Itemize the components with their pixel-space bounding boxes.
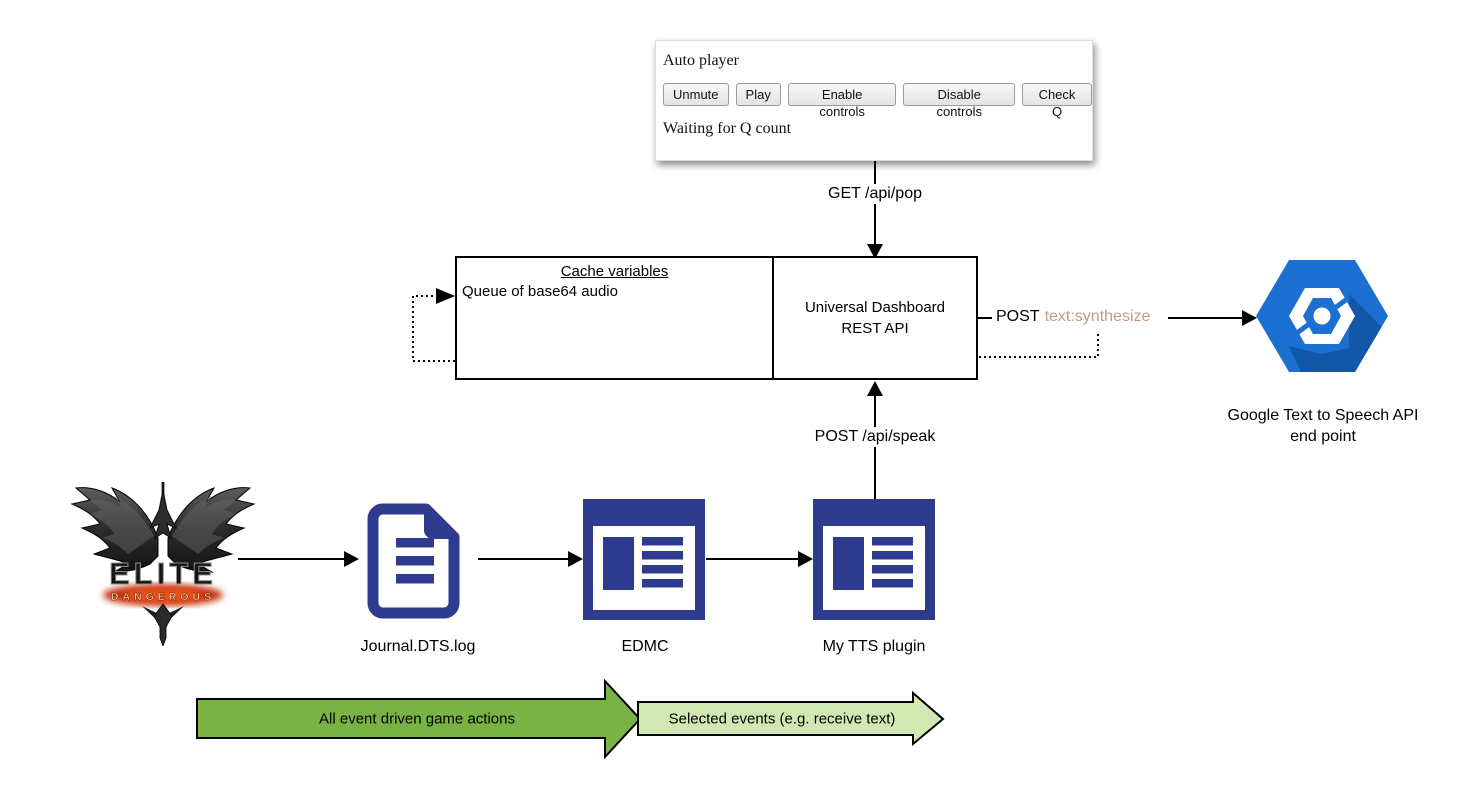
elite-title-text: ELITE <box>109 556 217 591</box>
dangerous-subtitle-text: DANGEROUS <box>111 591 215 603</box>
unmute-button[interactable]: Unmute <box>663 83 729 106</box>
all-events-arrow-text: All event driven game actions <box>319 710 515 728</box>
journal-label: Journal.DTS.log <box>360 638 476 655</box>
tts-plugin-label: My TTS plugin <box>822 638 926 655</box>
selected-events-arrow-text: Selected events (e.g. receive text) <box>668 710 896 728</box>
arrowhead-right-icon <box>1242 310 1257 326</box>
flow-arrow-all-events <box>196 678 642 760</box>
play-button[interactable]: Play <box>735 83 781 106</box>
elite-tail-icon <box>142 603 184 646</box>
red-glow-core <box>125 588 201 602</box>
panel-title: Auto player <box>663 52 739 69</box>
cache-variables-title: Cache variables <box>560 263 669 280</box>
flow-arrow-selected-events <box>637 690 945 747</box>
box-divider <box>772 258 774 378</box>
arrowhead-up-icon <box>867 381 883 396</box>
disable-controls-button[interactable]: Disable controls <box>903 83 1015 119</box>
rest-api-cell: Universal Dashboard REST API <box>774 258 976 378</box>
auto-player-panel: Auto player Unmute Play Enable controls … <box>655 40 1093 161</box>
elite-ship-icon <box>148 482 178 540</box>
elite-wings-icon <box>70 487 255 573</box>
elite-dangerous-logo: ELITE DANGEROUS <box>70 482 255 646</box>
rest-api-line1: Universal Dashboard <box>804 299 946 316</box>
connector-elite-journal <box>238 551 359 567</box>
enable-controls-button[interactable]: Enable controls <box>787 83 897 119</box>
google-endpoint-line2: end point <box>1290 428 1356 445</box>
connector-post-api-speak <box>867 381 883 500</box>
connector-get-api-pop <box>867 161 883 259</box>
rest-api-line2: REST API <box>841 320 909 337</box>
journal-document-icon <box>367 503 460 619</box>
arrowhead-right-icon <box>798 551 813 567</box>
panel-button-row: Unmute Play Enable controls Disable cont… <box>663 83 1093 119</box>
edmc-label: EDMC <box>621 638 669 655</box>
panel-status-text: Waiting for Q count <box>663 120 792 137</box>
connector-edmc-tts <box>706 551 813 567</box>
post-api-speak-label: POST /api/speak <box>810 427 940 447</box>
check-q-button[interactable]: Check Q <box>1021 83 1093 119</box>
arrowhead-down-icon <box>867 244 883 259</box>
arrowhead-right-icon <box>568 551 583 567</box>
arrowhead-right-icon <box>344 551 359 567</box>
cache-variables-cell: Cache variables Queue of base64 audio <box>457 258 772 378</box>
post-prefix: POST <box>996 308 1040 325</box>
cache-queue-line: Queue of base64 audio <box>462 283 618 300</box>
connector-journal-edmc <box>478 551 583 567</box>
cache-rest-box: Cache variables Queue of base64 audio Un… <box>455 256 978 380</box>
get-api-pop-label: GET /api/pop <box>824 184 926 204</box>
google-endpoint-line1: Google Text to Speech API <box>1227 407 1419 424</box>
connector-response-dotted <box>979 333 1099 358</box>
google-cloud-icon <box>1256 260 1388 372</box>
edmc-window-icon <box>583 499 705 620</box>
arrowhead-right-icon <box>436 288 455 304</box>
connector-cache-loop-dotted <box>412 288 455 362</box>
tts-plugin-window-icon <box>813 499 935 620</box>
synthesize-path: text:synthesize <box>1044 308 1151 325</box>
google-endpoint-label: Google Text to Speech API end point <box>1228 405 1419 447</box>
